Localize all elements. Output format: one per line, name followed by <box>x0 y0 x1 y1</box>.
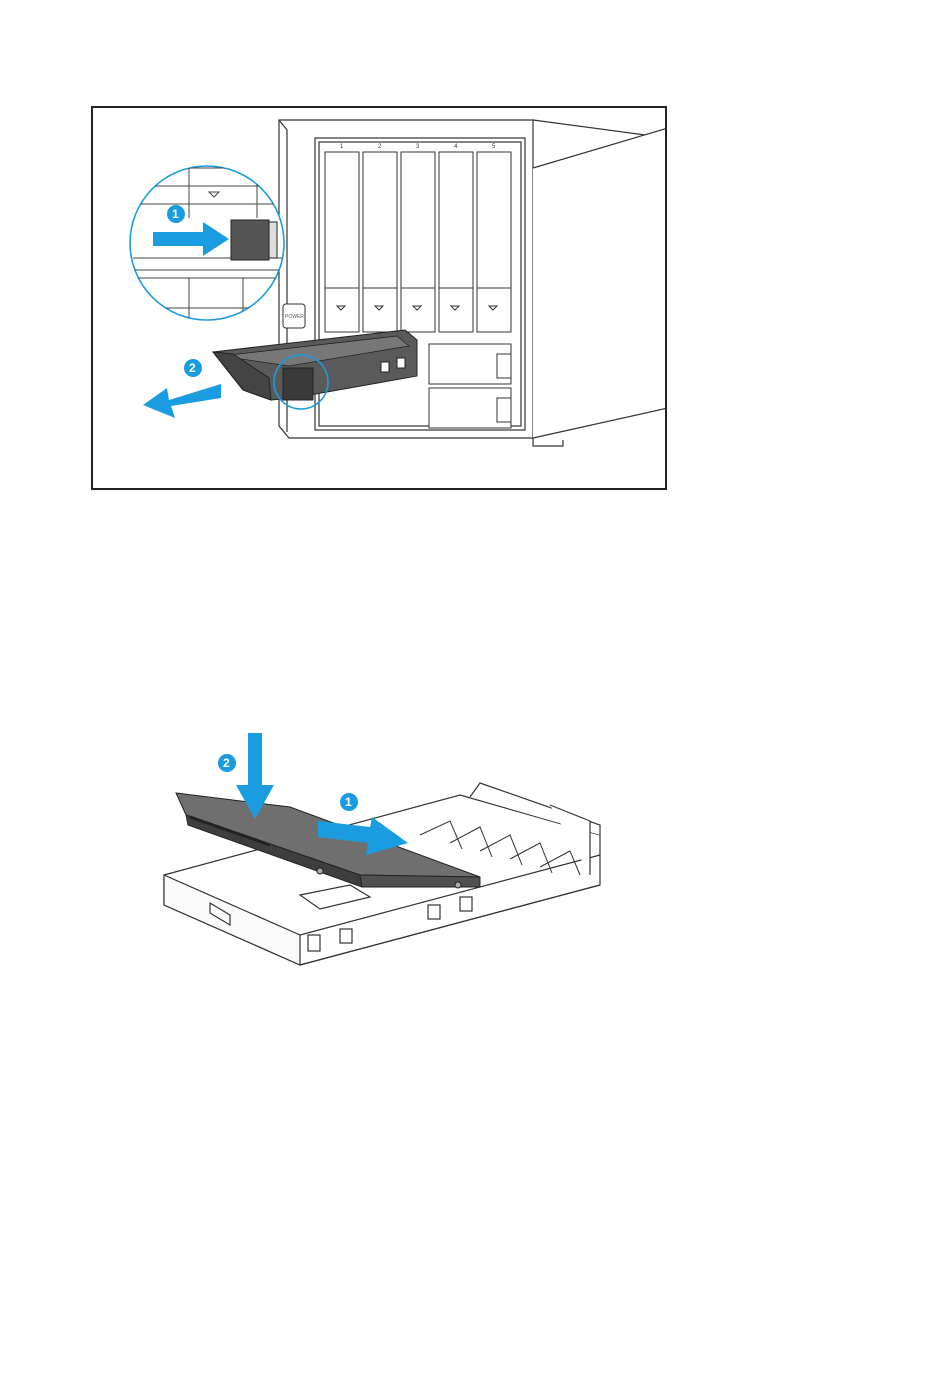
illustration-drive-tray: 2 1 <box>150 725 620 975</box>
figure-install-drive: 2 1 <box>150 725 620 975</box>
pull-out-arrow-icon <box>143 384 221 418</box>
power-button: POWER <box>283 304 305 328</box>
drive-bays <box>325 152 511 332</box>
callout-magnifier: 1 <box>123 166 293 328</box>
step-badge-number: 2 <box>223 756 230 770</box>
power-button-label: POWER <box>285 314 304 320</box>
step-badge-number: 1 <box>172 207 179 221</box>
illustration-nas-unit: 1 2 3 4 5 POWER <box>93 108 665 488</box>
step-badge-number: 2 <box>189 361 196 375</box>
step-badge-number: 1 <box>345 795 352 809</box>
figure-remove-tray: 1 2 3 4 5 POWER <box>91 106 667 490</box>
